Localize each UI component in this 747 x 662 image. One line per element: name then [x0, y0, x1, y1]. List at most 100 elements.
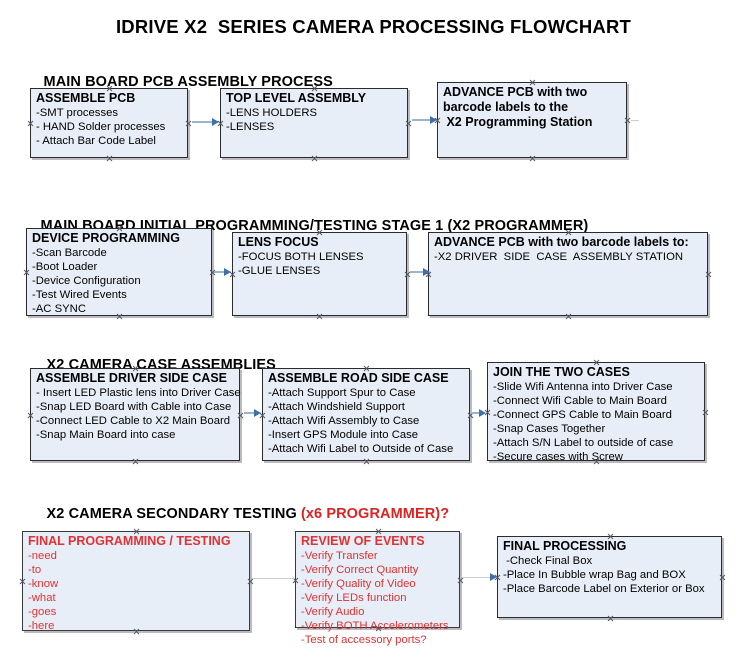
node-title: ASSEMBLE DRIVER SIDE CASE	[36, 371, 228, 385]
node-line: -LENS HOLDERS	[226, 107, 318, 119]
node-line: -need	[28, 550, 57, 562]
connector-handle-right[interactable]	[702, 409, 709, 416]
node-line: -Connect Wifi Cable to Main Board	[493, 395, 667, 407]
node-line: -Verify Transfer	[301, 550, 378, 562]
connector-handle-top[interactable]	[607, 533, 614, 540]
node-line: -GLUE LENSES	[238, 265, 321, 277]
connector-handle-right[interactable]	[705, 271, 712, 278]
connector-handle-top[interactable]	[363, 365, 370, 372]
node-line: -Verify Audio	[301, 606, 365, 618]
connector-handle-bottom[interactable]	[311, 155, 318, 162]
connector-handle-top[interactable]	[593, 359, 600, 366]
node-line: - HAND Solder processes	[36, 121, 166, 133]
node-line: -know	[28, 578, 59, 590]
node-line: - Attach Bar Code Label	[36, 135, 156, 147]
node-join-the-two-cases[interactable]: JOIN THE TWO CASES -Slide Wifi Antenna i…	[487, 359, 705, 463]
node-review-of-events[interactable]: REVIEW OF EVENTS -Verify Transfer -Verif…	[295, 528, 460, 646]
connector-handle-bottom[interactable]	[529, 155, 536, 162]
connector-handle-top[interactable]	[132, 365, 139, 372]
connector-handle-top[interactable]	[565, 229, 572, 236]
arrow-head-icon	[423, 268, 430, 276]
arrow-head-icon	[430, 116, 437, 124]
node-line: -Check Final Box	[503, 555, 593, 567]
arrow-head-icon	[479, 409, 486, 417]
connector-handle-bottom[interactable]	[363, 458, 370, 465]
connector-handle-left[interactable]	[27, 412, 34, 419]
node-line: -Connect LED Cable to X2 Main Board	[36, 415, 231, 427]
connector-handle-bottom[interactable]	[607, 615, 614, 622]
connector-handle-top[interactable]	[133, 528, 140, 535]
node-line: -Test Wired Events	[32, 289, 127, 301]
connector-handle-bottom[interactable]	[375, 625, 382, 632]
node-title: ADVANCE PCB with two	[443, 85, 588, 99]
connector-handle-right[interactable]	[457, 577, 464, 584]
node-line: -Attach Windshield Support	[268, 401, 405, 413]
connector-handle-bottom[interactable]	[132, 458, 139, 465]
node-lens-focus[interactable]: LENS FOCUS -FOCUS BOTH LENSES -GLUE LENS…	[232, 232, 407, 316]
connector-handle-bottom[interactable]	[133, 628, 140, 635]
node-title: DEVICE PROGRAMMING	[32, 231, 180, 245]
connector-handle-bottom[interactable]	[106, 155, 113, 162]
section-heading-text: X2 CAMERA SECONDARY TESTING	[46, 506, 301, 522]
node-title: FINAL PROGRAMMING / TESTING	[28, 534, 231, 548]
node-assemble-road-side-case[interactable]: ASSEMBLE ROAD SIDE CASE -Attach Support …	[262, 368, 470, 461]
section-heading-note: (x6 PROGRAMMER)?	[300, 506, 450, 522]
node-device-programming[interactable]: DEVICE PROGRAMMING -Scan Barcode -Boot L…	[26, 228, 212, 316]
connector-handle-top[interactable]	[116, 225, 123, 232]
connector-handle-left[interactable]	[27, 120, 34, 127]
connector-handle-right[interactable]	[185, 120, 192, 127]
connector-handle-bottom[interactable]	[565, 313, 572, 320]
node-title: LENS FOCUS	[238, 235, 319, 249]
arrow-lens-focus-to-advance-pcb	[410, 271, 427, 273]
node-final-programming-testing[interactable]: FINAL PROGRAMMING / TESTING -need -to -k…	[19, 528, 250, 632]
node-line: -Scan Barcode	[32, 247, 107, 259]
connector-handle-bottom[interactable]	[316, 313, 323, 320]
arrow-head-icon	[254, 409, 261, 417]
node-top-level-assembly[interactable]: TOP LEVEL ASSEMBLY -LENS HOLDERS -LENSES	[220, 88, 408, 158]
node-line: -to	[28, 564, 42, 576]
node-title: ASSEMBLE ROAD SIDE CASE	[268, 371, 449, 385]
node-assemble-pcb[interactable]: ASSEMBLE PCB -SMT processes - HAND Solde…	[30, 88, 188, 158]
node-line: -X2 DRIVER SIDE CASE ASSEMBLY STATION	[434, 251, 684, 263]
node-line: -Verify LEDs function	[301, 592, 407, 604]
connector-handle-top[interactable]	[106, 85, 113, 92]
connector-handle-right[interactable]	[405, 120, 412, 127]
connector-handle-right[interactable]	[247, 578, 254, 585]
connector-handle-left[interactable]	[23, 269, 30, 276]
node-line: barcode labels to the	[443, 100, 569, 114]
connector-handle-bottom[interactable]	[116, 313, 123, 320]
connector-handle-top[interactable]	[316, 229, 323, 236]
node-line: -LENSES	[226, 121, 275, 133]
node-line: -Attach Wifi Label to Outside of Case	[268, 443, 454, 455]
connector-handle-right[interactable]	[237, 412, 244, 419]
node-final-processing[interactable]: FINAL PROCESSING -Check Final Box -Place…	[497, 536, 722, 618]
node-line: -SMT processes	[36, 107, 119, 119]
node-title: JOIN THE TWO CASES	[493, 365, 630, 379]
connector-handle-right[interactable]	[719, 574, 726, 581]
node-advance-pcb-to-driver-side-case-assembly[interactable]: ADVANCE PCB with two barcode labels to: …	[428, 232, 708, 316]
section-heading-text: MAIN BOARD PCB ASSEMBLY PROCESS	[43, 74, 333, 90]
node-line: X2 Programming Station	[443, 115, 593, 129]
connector-handle-top[interactable]	[311, 85, 318, 92]
node-title: TOP LEVEL ASSEMBLY	[226, 91, 367, 105]
node-line: -Place Barcode Label on Exterior or Box	[503, 583, 705, 595]
node-advance-pcb-to-x2-programming-station[interactable]: ADVANCE PCB with two barcode labels to t…	[437, 82, 627, 158]
connector-handle-left[interactable]	[19, 578, 26, 585]
arrow-road-case-to-join-cases	[472, 412, 484, 414]
node-line: -FOCUS BOTH LENSES	[238, 251, 364, 263]
node-assemble-driver-side-case[interactable]: ASSEMBLE DRIVER SIDE CASE - Insert LED P…	[27, 365, 241, 461]
connector-handle-top[interactable]	[529, 79, 536, 86]
connector-handle-top[interactable]	[375, 528, 382, 535]
node-title: ADVANCE PCB with two barcode labels to:	[434, 235, 689, 249]
connector-handle-right[interactable]	[624, 117, 631, 124]
node-line-overflow: -Test of accessory ports?	[301, 634, 427, 646]
arrow-final-programming-to-review	[252, 578, 294, 579]
node-line: -here	[28, 620, 55, 632]
arrow-driver-case-to-road-case	[244, 412, 258, 414]
connector-handle-bottom[interactable]	[593, 458, 600, 465]
node-line: -Attach S/N Label to outside of case	[493, 437, 674, 449]
page-title: IDRIVE X2 SERIES CAMERA PROCESSING FLOWC…	[115, 16, 632, 37]
node-line: - Insert LED Plastic lens into Driver Ca…	[36, 387, 241, 399]
node-line: -Verify Quality of Video	[301, 578, 416, 590]
